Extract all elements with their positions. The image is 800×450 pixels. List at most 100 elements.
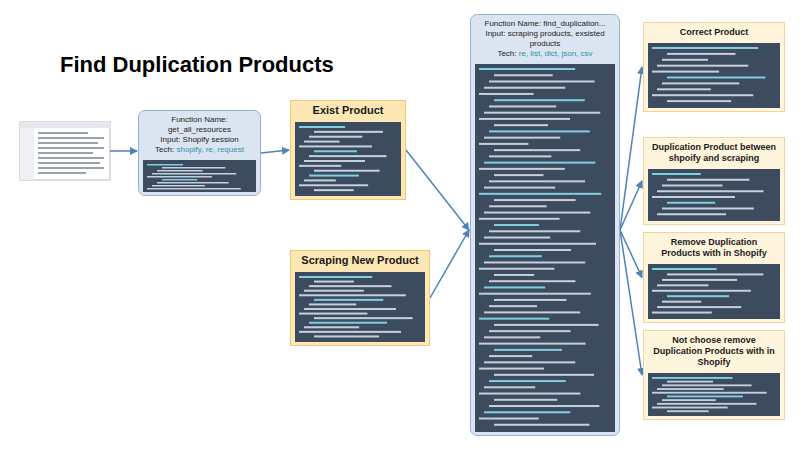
code-line	[667, 179, 749, 181]
code-line	[147, 176, 212, 178]
node-text: Input: Shopify session	[144, 135, 255, 145]
code-panel-ground	[295, 272, 425, 342]
code-line	[489, 405, 599, 407]
code-line	[309, 322, 387, 324]
code-line	[314, 317, 413, 319]
code-panel-ground	[648, 264, 780, 319]
code-line	[479, 68, 575, 70]
code-line	[484, 411, 570, 413]
code-line	[299, 126, 345, 128]
code-line	[662, 59, 708, 61]
code-line	[314, 299, 383, 301]
code-line	[304, 160, 365, 162]
code-line	[489, 330, 571, 332]
code-line	[667, 77, 765, 79]
code-line	[484, 162, 595, 164]
code-line	[652, 173, 701, 175]
code-line	[662, 82, 739, 84]
code-line	[314, 281, 354, 283]
result-box: Remove Duplication Products with in Shop…	[643, 232, 785, 323]
code-line	[157, 170, 203, 172]
code-line	[484, 361, 575, 363]
result-box: Not choose remove Duplication Products w…	[643, 330, 785, 420]
function-box: Function Name: find_duplication...Input:…	[470, 14, 620, 436]
diagram-title: Find Duplication Products	[60, 52, 334, 78]
code-line	[162, 179, 197, 181]
code-line	[494, 174, 543, 176]
code-line	[489, 380, 566, 382]
code-line	[494, 324, 599, 326]
code-line	[484, 137, 560, 139]
code-line	[489, 230, 580, 232]
code-line	[309, 136, 362, 138]
code-line	[479, 393, 580, 395]
code-line	[309, 175, 359, 177]
code-line	[494, 99, 585, 101]
code-line	[484, 261, 585, 263]
code-line	[494, 424, 589, 426]
code-line	[662, 185, 722, 187]
code-line	[494, 199, 576, 201]
code-line	[479, 143, 528, 145]
node-text: Function Name: find_duplication...	[476, 19, 614, 29]
code-panel	[295, 272, 425, 342]
code-line	[489, 255, 542, 257]
code-line	[157, 182, 229, 184]
node-text: Remove Duplication Products with in Shop…	[650, 237, 778, 259]
code-line	[479, 368, 544, 370]
code-line	[494, 374, 594, 376]
result-box: Duplication Product between shpoify and …	[643, 137, 785, 225]
code-line	[662, 301, 701, 303]
code-line	[652, 71, 719, 73]
code-line	[494, 149, 580, 151]
code-line	[304, 326, 359, 328]
code-line	[662, 208, 754, 210]
code-panel-ground	[648, 373, 780, 416]
code-line	[489, 355, 532, 357]
code-line	[489, 280, 575, 282]
flow-arrow	[261, 150, 289, 153]
code-line	[484, 87, 565, 89]
flow-arrow	[620, 230, 642, 375]
code-line	[152, 185, 205, 187]
node-text: re, list, dict, json, csv	[519, 49, 593, 58]
code-line	[494, 249, 571, 251]
code-line	[657, 388, 724, 390]
code-line	[652, 196, 735, 198]
code-panel-ground	[295, 122, 401, 196]
code-panel-ground	[648, 169, 780, 221]
code-line	[484, 336, 540, 338]
code-line	[667, 202, 715, 204]
code-line	[299, 145, 372, 147]
code-panel	[295, 122, 401, 196]
code-line	[494, 349, 562, 351]
code-line	[314, 150, 357, 152]
code-line	[667, 53, 735, 55]
node-text: Input: scraping products, exsisted produ…	[476, 29, 614, 49]
code-line	[299, 276, 372, 278]
code-line	[494, 74, 553, 76]
code-line	[489, 155, 551, 157]
code-line	[494, 399, 557, 401]
code-line	[479, 93, 534, 95]
code-line	[662, 279, 737, 281]
code-line	[667, 100, 731, 102]
code-line	[309, 303, 356, 305]
code-line	[299, 294, 406, 296]
code-line	[304, 141, 339, 143]
code-line	[667, 410, 709, 412]
node-text: Tech:	[155, 145, 174, 154]
code-line	[657, 213, 726, 215]
node-text: Duplication Product between shpoify and …	[650, 142, 778, 164]
code-panel-ground	[143, 160, 256, 192]
tech-row: Tech: re, list, dict, json, csv	[476, 49, 614, 59]
code-panel	[648, 43, 780, 108]
code-line	[652, 268, 717, 270]
code-line	[484, 112, 600, 114]
code-line	[489, 80, 595, 82]
code-line	[479, 118, 570, 120]
code-line	[667, 396, 743, 398]
node-text: Exist Product	[296, 104, 400, 117]
code-line	[479, 418, 539, 420]
code-line	[309, 155, 386, 157]
